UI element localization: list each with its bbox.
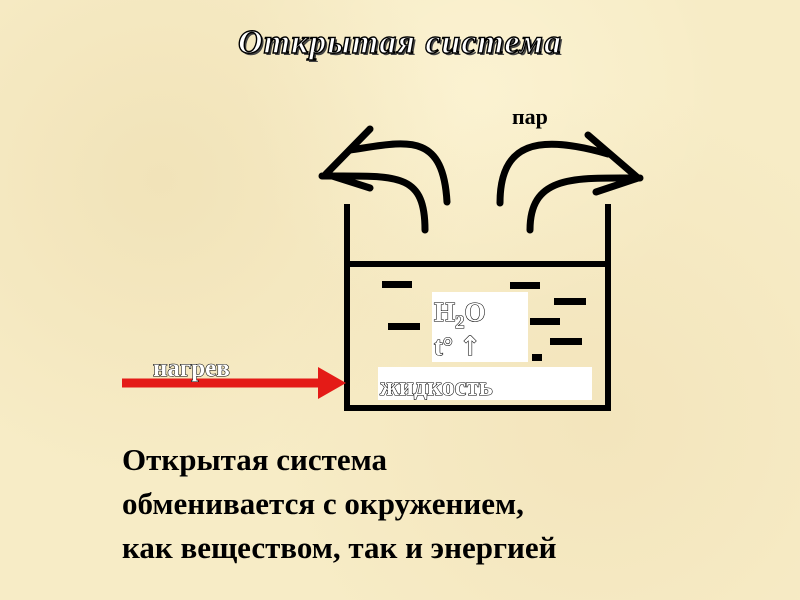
vapor-label: пар xyxy=(512,104,548,129)
formula-o: O xyxy=(465,297,486,327)
caption-line-2: обменивается с окружением, xyxy=(122,482,782,526)
up-arrow-icon: ↑ xyxy=(459,332,481,362)
caption-line-1: Открытая система xyxy=(122,438,782,482)
caption-line-3: как веществом, так и энергией xyxy=(122,526,782,570)
heating-label: нагрев xyxy=(153,355,230,382)
vapor-arrow-left xyxy=(322,129,447,230)
vapor-arrow-right xyxy=(500,135,640,230)
liquid-label: жидкость xyxy=(380,372,493,401)
formula-h: H xyxy=(434,297,455,327)
formula-subscript: 2 xyxy=(455,312,465,333)
explanation-caption: Открытая система обменивается с окружени… xyxy=(122,438,782,570)
temperature-symbol: t° xyxy=(434,332,453,361)
